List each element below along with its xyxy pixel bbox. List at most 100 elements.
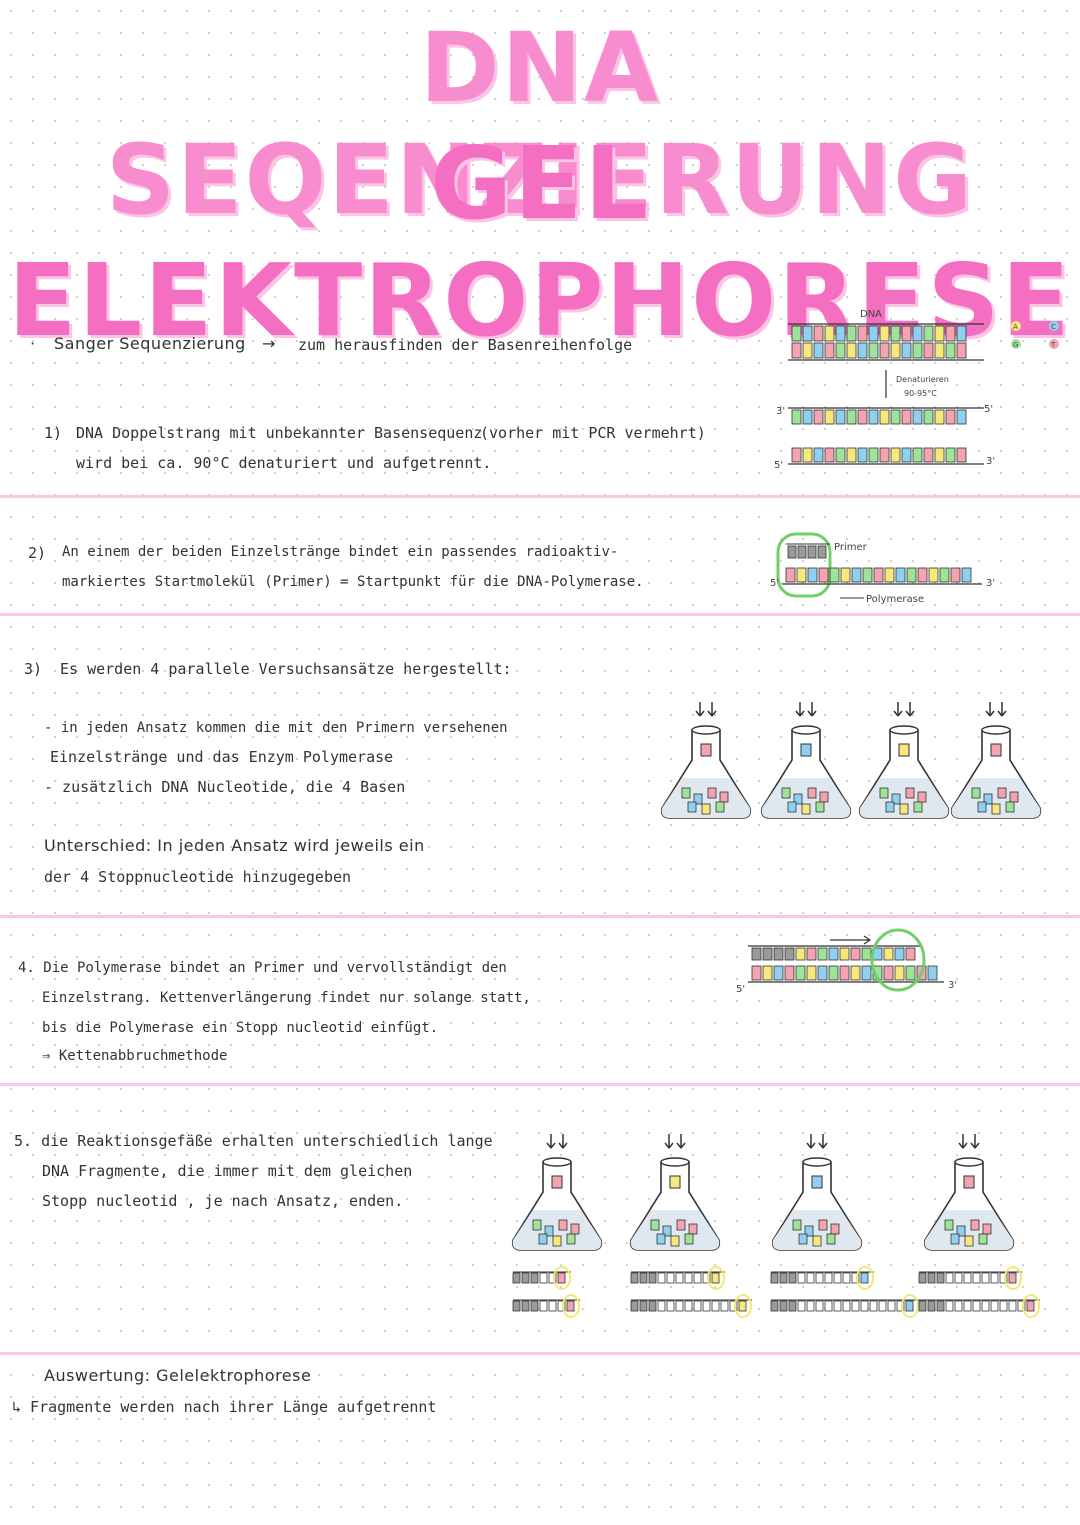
nucleotide-icon — [701, 803, 711, 815]
base-block — [890, 342, 901, 359]
base-block — [1017, 1300, 1026, 1312]
base-block — [945, 342, 956, 359]
base-block — [1008, 1272, 1017, 1284]
base-block — [857, 342, 868, 359]
base-block — [530, 1300, 539, 1312]
base-block — [890, 447, 901, 463]
base-block — [879, 447, 890, 463]
nucleotide-icon — [570, 1223, 580, 1235]
nucleotide-icon — [971, 787, 981, 799]
nucleotide-icon — [964, 1235, 974, 1247]
base-block — [981, 1272, 990, 1284]
base-block — [702, 1300, 711, 1312]
base-block — [795, 965, 806, 981]
five-prime-label: 5' — [736, 984, 745, 995]
nucleotide-icon — [990, 743, 1002, 757]
nucleotide-icon — [1009, 791, 1019, 803]
base-block — [851, 1272, 860, 1284]
base-block — [945, 325, 956, 342]
base-block — [956, 342, 967, 359]
dna-fragment — [918, 1266, 1022, 1290]
base-block — [917, 567, 928, 583]
stop-nucleotide-highlight — [870, 928, 926, 992]
base-block — [824, 409, 835, 425]
base-block — [901, 342, 912, 359]
base-block — [539, 1300, 548, 1312]
dna-fragment — [512, 1294, 580, 1318]
nucleotide-icon — [898, 743, 910, 757]
nucleotide-icon — [917, 791, 927, 803]
base-block — [802, 447, 813, 463]
base-block — [850, 965, 861, 981]
base-block — [860, 1272, 869, 1284]
step1-line1: DNA Doppelstrang mit unbekannter Basense… — [76, 424, 483, 442]
nucleotide-icon — [811, 1175, 823, 1189]
stop-highlight — [1022, 1294, 1040, 1318]
base-block — [779, 1272, 788, 1284]
base-block — [934, 409, 945, 425]
step3-num: 3) — [24, 660, 43, 678]
base-block — [657, 1272, 666, 1284]
base-block — [839, 965, 850, 981]
nucleotide-icon — [781, 787, 791, 799]
step3-u2: der 4 Stoppnucleotide hinzugegeben — [44, 868, 352, 886]
base-block — [999, 1300, 1008, 1312]
base-block — [817, 965, 828, 981]
divider — [0, 613, 1080, 616]
base-block — [851, 1300, 860, 1312]
arrow-icon — [806, 1134, 828, 1149]
base-block — [806, 1272, 815, 1284]
five-prime-label: 5' — [984, 404, 993, 415]
step5-line2: DNA Fragmente, die immer mit dem gleiche… — [42, 1162, 413, 1180]
base-block — [895, 567, 906, 583]
base-block — [901, 409, 912, 425]
base-block — [884, 567, 895, 583]
flask-rim — [791, 725, 821, 735]
flask-rim — [542, 1157, 572, 1167]
step5-line1: 5. die Reaktionsgefäße erhalten untersch… — [14, 1132, 493, 1150]
nucleotide-icon — [950, 1233, 960, 1245]
base-block — [693, 1300, 702, 1312]
base-block — [813, 342, 824, 359]
nucleotide-icon — [801, 803, 811, 815]
base-block — [918, 1300, 927, 1312]
nucleotide-icon — [551, 1175, 563, 1189]
flask — [950, 702, 1042, 819]
flask — [923, 1134, 1015, 1251]
base-block — [833, 1300, 842, 1312]
nucleotide-icon — [804, 1225, 814, 1237]
legend-dot-t — [1049, 339, 1059, 349]
step4-line3: bis die Polymerase ein Stopp nucleotid e… — [42, 1020, 439, 1036]
nucleotide-icon — [681, 787, 691, 799]
base-block — [806, 947, 817, 961]
base-block — [566, 1300, 575, 1312]
base-block — [939, 567, 950, 583]
step3-b1: - in jeden Ansatz kommen die mit den Pri… — [44, 720, 508, 736]
base-block — [813, 409, 824, 425]
legend-c: C — [1051, 323, 1056, 331]
base-block — [521, 1272, 530, 1284]
nucleotide-icon — [687, 801, 697, 813]
base-block — [788, 1300, 797, 1312]
nucleotide-icon — [566, 1233, 576, 1245]
nucleotide-icon — [693, 793, 703, 805]
flask — [858, 702, 950, 819]
base-block — [835, 342, 846, 359]
nucleotide-icon — [793, 793, 803, 805]
base-block — [1008, 1300, 1017, 1312]
nucleotide-icon — [670, 1235, 680, 1247]
base-block — [548, 1272, 557, 1284]
dna-denaturation-diagram: DNA Denaturieren 90-95°C 3' 5' 5' 3' A C… — [774, 309, 1059, 471]
divider — [0, 915, 1080, 918]
stop-highlight — [1004, 1266, 1022, 1290]
base-block — [963, 1300, 972, 1312]
base-block — [945, 1272, 954, 1284]
arrow-icon — [958, 1134, 980, 1149]
nucleotide-icon — [792, 1219, 802, 1231]
base-block — [835, 409, 846, 425]
base-block — [787, 545, 797, 559]
nucleotide-icon — [552, 1235, 562, 1247]
divider — [0, 495, 1080, 498]
base-block — [857, 447, 868, 463]
base-block — [797, 1300, 806, 1312]
